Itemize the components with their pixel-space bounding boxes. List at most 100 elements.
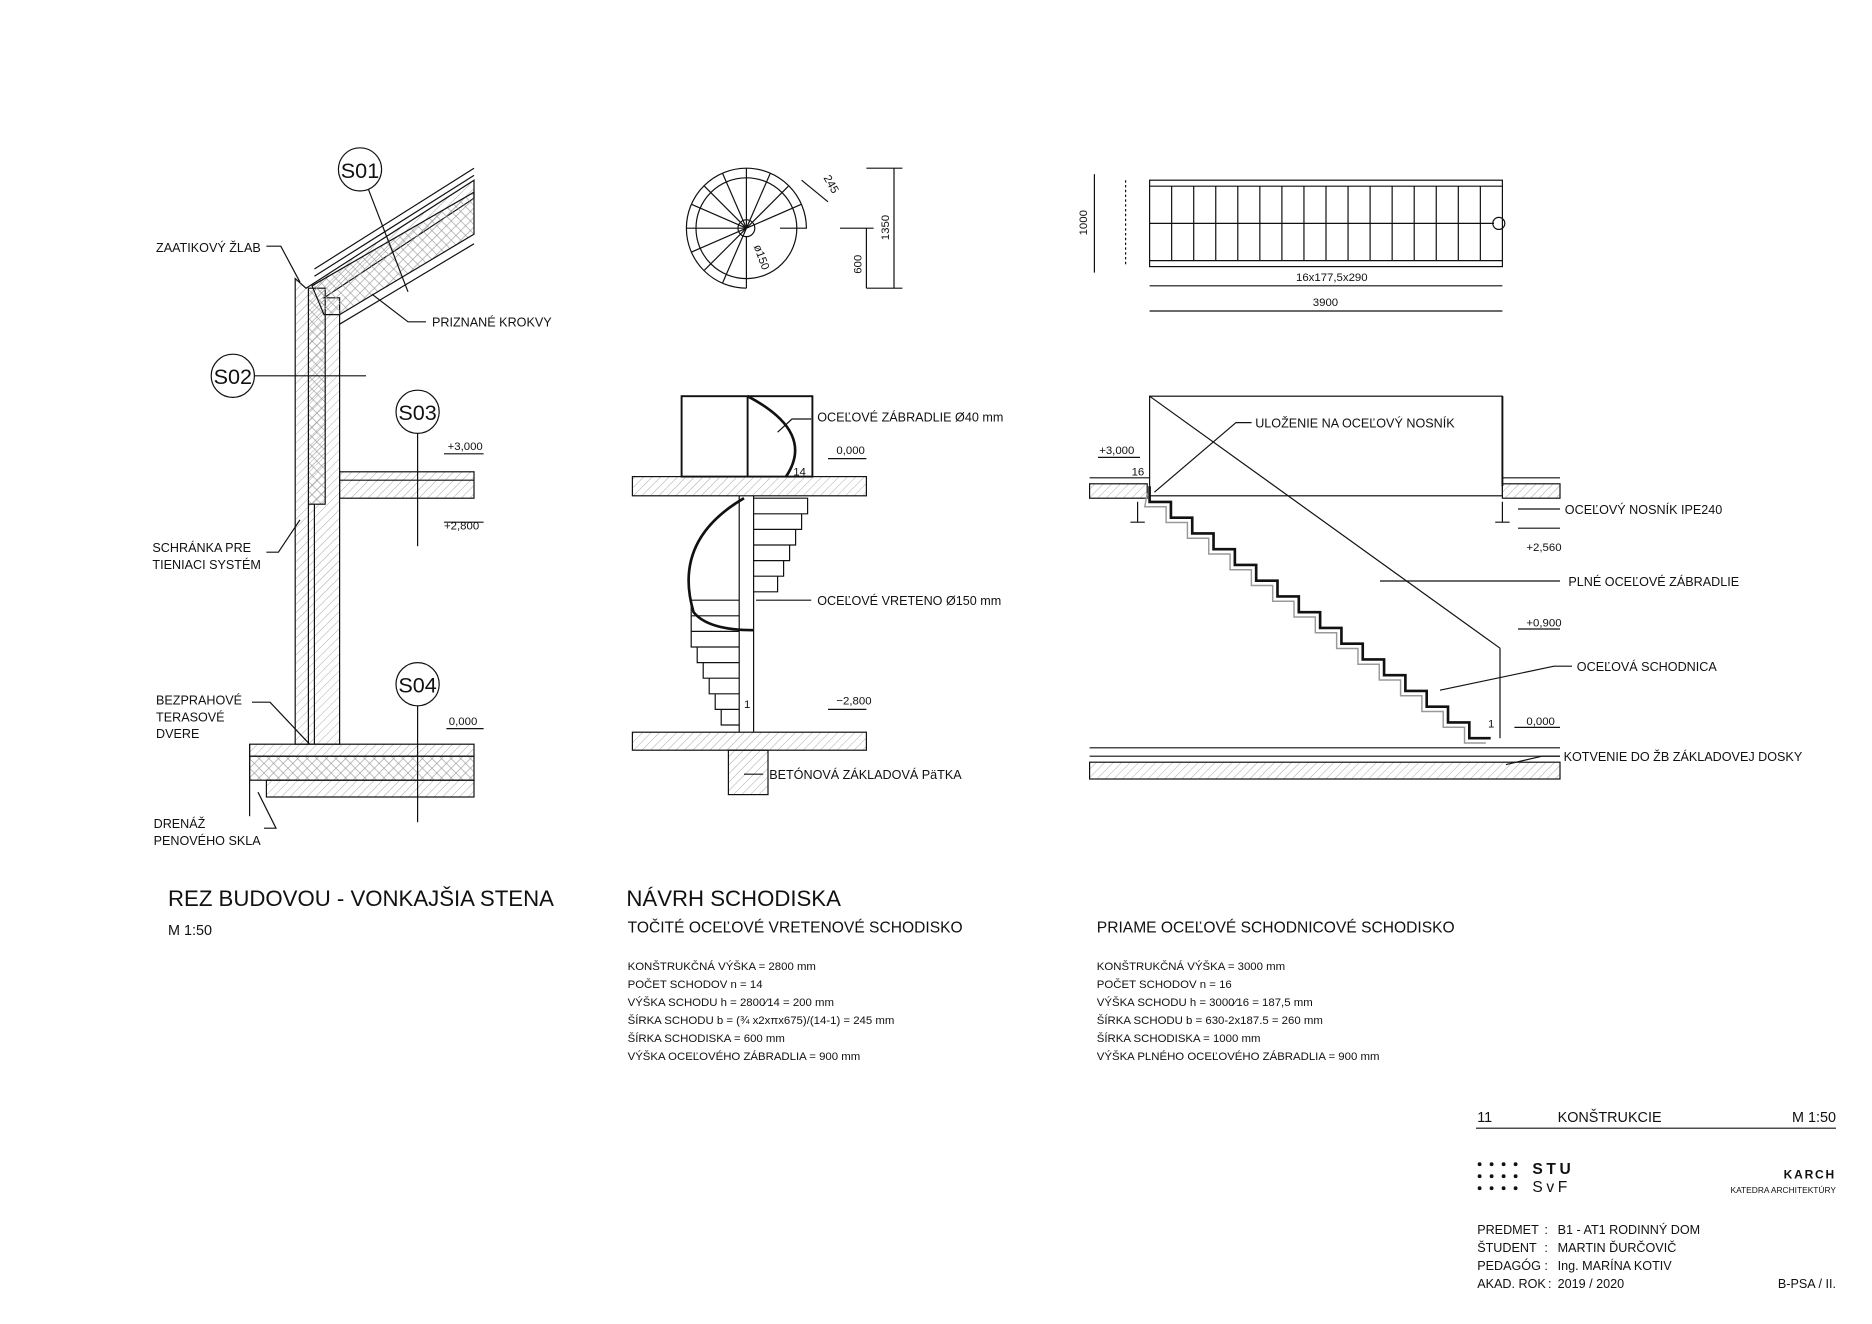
row-value: Ing. MARÍNA KOTIV	[1558, 1258, 1673, 1273]
dim-tread: 245	[821, 173, 841, 195]
straight-level-rail: +0,900	[1526, 618, 1561, 630]
label-stringer: OCEĽOVÁ SCHODNICA	[1577, 659, 1718, 674]
spec-line: ŠÍRKA SCHODISKA = 1000 mm	[1097, 1032, 1261, 1045]
stu-logo	[1477, 1162, 1518, 1191]
logo-dot	[1501, 1186, 1506, 1191]
dim-plan-length: 3900	[1313, 297, 1338, 309]
row-sep: :	[1544, 1223, 1547, 1237]
label-bearing: ULOŽENIE NA OCEĽOVÝ NOSNÍK	[1255, 415, 1455, 430]
straight-stair-section	[1088, 395, 1572, 780]
row-sep: :	[1544, 1241, 1547, 1255]
svg-text:S01: S01	[341, 158, 379, 183]
dim-width: 600	[853, 255, 865, 274]
row-sep: :	[1544, 1259, 1547, 1273]
spec-line: VÝŠKA SCHODU h = 2800⁄14 = 200 mm	[628, 996, 834, 1009]
dim-core: ø150	[751, 243, 771, 272]
logo-dot	[1501, 1174, 1506, 1179]
marker-s03: S03	[395, 389, 440, 434]
logo-dot	[1513, 1186, 1518, 1191]
marker-s02: S02	[210, 353, 255, 398]
stair-heading: NÁVRH SCHODISKA	[626, 886, 841, 911]
logo-text-svf: SvF	[1532, 1179, 1571, 1196]
row-key: PEDAGÓG	[1477, 1258, 1541, 1273]
spec-line: POČET SCHODOV n = 14	[628, 978, 763, 991]
row-key: PREDMET	[1477, 1223, 1539, 1237]
logo-dot	[1477, 1162, 1482, 1167]
stringer-lower	[1143, 493, 1486, 744]
spec-line: VÝŠKA PLNÉHO OCEĽOVÉHO ZÁBRADLIA = 900 m…	[1097, 1050, 1380, 1063]
svg-text:S04: S04	[398, 673, 436, 698]
logo-text-stu: STU	[1532, 1161, 1574, 1178]
spec-line: POČET SCHODOV n = 16	[1097, 978, 1232, 991]
straight-step-last: 16	[1132, 466, 1145, 478]
spiral-stair-section	[631, 395, 867, 796]
label-drain-2: PENOVÉHO SKLA	[154, 833, 262, 848]
spec-line: ŠÍRKA SCHODISKA = 600 mm	[628, 1032, 785, 1045]
label-shading-1: SCHRÁNKA PRE	[152, 540, 251, 555]
spiral-level-top: 0,000	[836, 445, 865, 457]
svg-text:S03: S03	[398, 400, 436, 425]
marker-s04: S04	[395, 661, 440, 707]
logo-dot	[1489, 1186, 1494, 1191]
label-rafters: PRIZNANÉ KROKVY	[432, 315, 552, 330]
title-block: 11 KONŠTRUKCIE M 1:50 STU SvF KARCH KATE…	[1476, 1109, 1836, 1291]
label-drain-1: DRENÁŽ	[154, 816, 206, 831]
spiral-step-first: 1	[744, 699, 750, 711]
spec-line: ŠÍRKA SCHODU b = (¾ x2xπx675)/(14-1) = 2…	[628, 1014, 895, 1027]
spiral-step-last: 14	[793, 466, 806, 478]
label-anchor: KOTVENIE DO ŽB ZÁKLADOVEJ DOSKY	[1564, 749, 1803, 764]
logo-dot	[1477, 1186, 1482, 1191]
row-value: 2019 / 2020	[1558, 1277, 1625, 1291]
spiral-stair-plan	[685, 167, 903, 289]
row-key: ŠTUDENT	[1477, 1240, 1537, 1255]
straight-stair-plan	[1093, 174, 1506, 312]
marker-s01: S01	[337, 147, 383, 192]
dept-short: KARCH	[1784, 1168, 1836, 1182]
spiral-stair-title: TOČITÉ OCEĽOVÉ VRETENOVÉ SCHODISKO	[628, 918, 963, 937]
level-ground: 0,000	[449, 716, 478, 728]
wall-section-title: REZ BUDOVOU - VONKAJŠIA STENA	[168, 886, 554, 911]
level-top: +3,000	[448, 441, 483, 453]
row-sep: :	[1548, 1277, 1552, 1291]
spec-line: KONŠTRUKČNÁ VÝŠKA = 2800 mm	[628, 960, 816, 973]
svg-text:S02: S02	[214, 364, 252, 389]
row-key: AKAD. ROK	[1477, 1277, 1546, 1291]
label-door-3: DVERE	[156, 727, 199, 741]
logo-dot	[1477, 1174, 1482, 1179]
label-spiral-railing: OCEĽOVÉ ZÁBRADLIE Ø40 mm	[817, 409, 1003, 424]
sheet-number: 11	[1477, 1110, 1492, 1126]
spec-line: VÝŠKA SCHODU h = 3000⁄16 = 187,5 mm	[1097, 996, 1313, 1009]
wall-section-scale: M 1:50	[168, 923, 212, 939]
dim-plan-width: 1000	[1078, 210, 1090, 235]
spiral-specs: KONŠTRUKČNÁ VÝŠKA = 2800 mm POČET SCHODO…	[628, 960, 895, 1063]
spiral-level-bottom: −2,800	[836, 696, 871, 708]
dim-total: 1350	[880, 215, 892, 240]
straight-step-first: 1	[1488, 718, 1494, 730]
label-solid-railing: PLNÉ OCEĽOVÉ ZÁBRADLIE	[1568, 574, 1739, 589]
level-ceiling: +2,800	[444, 520, 479, 532]
logo-dot	[1513, 1162, 1518, 1167]
straight-level-top: +3,000	[1099, 445, 1134, 457]
label-beam: OCEĽOVÝ NOSNÍK IPE240	[1565, 502, 1722, 517]
label-footing: BETÓNOVÁ ZÁKLADOVÁ PäTKA	[769, 767, 962, 782]
straight-specs: KONŠTRUKČNÁ VÝŠKA = 3000 mm POČET SCHODO…	[1097, 960, 1380, 1063]
label-door-2: TERASOVÉ	[156, 709, 225, 724]
label-spiral-core: OCEĽOVÉ VRETENO Ø150 mm	[817, 593, 1001, 608]
row-value: B1 - AT1 RODINNÝ DOM	[1558, 1222, 1701, 1237]
logo-dot	[1489, 1174, 1494, 1179]
straight-level-ground: 0,000	[1526, 716, 1555, 728]
wall-section-drawing	[249, 167, 484, 829]
spec-line: VÝŠKA OCEĽOVÉHO ZÁBRADLIA = 900 mm	[628, 1050, 861, 1063]
logo-dot	[1513, 1174, 1518, 1179]
straight-stair-title: PRIAME OCEĽOVÉ SCHODNICOVÉ SCHODISKO	[1097, 918, 1455, 937]
spec-line: ŠÍRKA SCHODU b = 630-2x187.5 = 260 mm	[1097, 1014, 1323, 1027]
label-gutter: ZAATIKOVÝ ŽLAB	[156, 240, 261, 255]
label-shading-2: TIENIACI SYSTÉM	[152, 557, 260, 572]
sheet-title: KONŠTRUKCIE	[1558, 1109, 1662, 1126]
dept-full: KATEDRA ARCHITEKTÚRY	[1730, 1185, 1836, 1195]
logo-dot	[1501, 1162, 1506, 1167]
stringer-steps	[1148, 486, 1491, 740]
dim-plan-steps: 16x177,5x290	[1296, 272, 1368, 284]
drawing-code: B-PSA / II.	[1778, 1277, 1836, 1291]
sheet-scale: M 1:50	[1792, 1110, 1836, 1126]
